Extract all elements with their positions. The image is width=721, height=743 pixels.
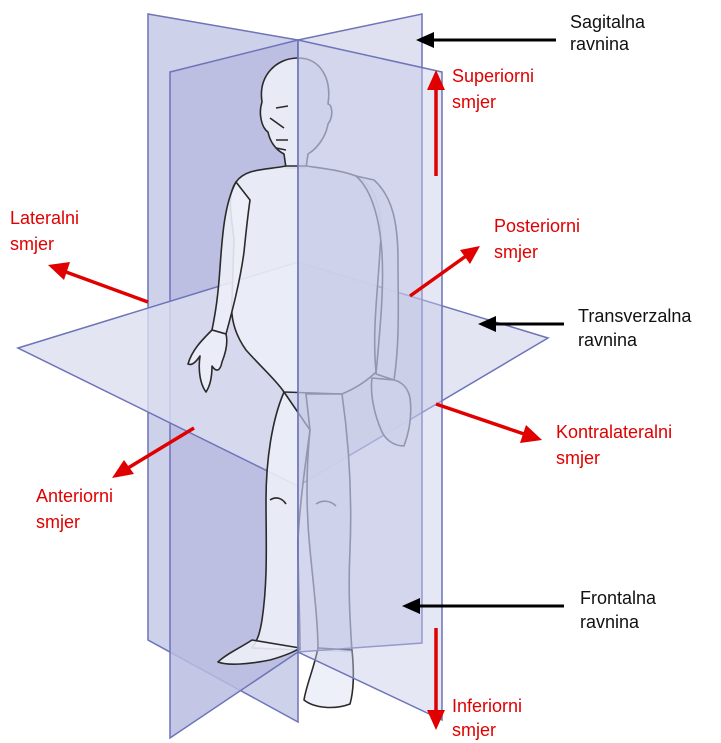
contralateral-label-line2: smjer [556, 448, 600, 468]
superior-label-line1: Superiorni [452, 66, 534, 86]
lateral-label-line1: Lateralni [10, 208, 79, 228]
anterior-label-line1: Anteriorni [36, 486, 113, 506]
lateral-label: Lateralni smjer [10, 208, 84, 254]
posterior-arrow-head [460, 246, 480, 264]
lateral-arrow [66, 272, 148, 302]
transverse-plane-label: Transverzalna ravnina [578, 306, 696, 350]
anterior-arrow-head [112, 460, 134, 478]
contralateral-arrow-head [520, 425, 542, 443]
superior-label: Superiorni smjer [452, 66, 539, 112]
superior-label-line2: smjer [452, 92, 496, 112]
sagittal-label-line2: ravnina [570, 34, 630, 54]
inferior-label-line1: Inferiorni [452, 696, 522, 716]
lateral-label-line2: smjer [10, 234, 54, 254]
contralateral-label: Kontralateralni smjer [556, 422, 677, 468]
inferior-label-line2: smjer [452, 720, 496, 740]
anterior-label: Anteriorni smjer [36, 486, 118, 532]
posterior-label-line2: smjer [494, 242, 538, 262]
sagittal-plane-label: Sagitalna ravnina [570, 12, 650, 54]
lateral-arrow-head [48, 262, 70, 280]
contralateral-label-line1: Kontralateralni [556, 422, 672, 442]
anterior-label-line2: smjer [36, 512, 80, 532]
sagittal-label-line1: Sagitalna [570, 12, 646, 32]
sagittal-plane-right [298, 40, 442, 720]
contralateral-arrow [436, 404, 524, 434]
frontal-label-line2: ravnina [580, 612, 640, 632]
transverse-label-line2: ravnina [578, 330, 638, 350]
inferior-label: Inferiorni smjer [452, 696, 527, 740]
transverse-label-line1: Transverzalna [578, 306, 692, 326]
frontal-label-line1: Frontalna [580, 588, 657, 608]
frontal-plane-label: Frontalna ravnina [580, 588, 661, 632]
posterior-label-line1: Posteriorni [494, 216, 580, 236]
posterior-label: Posteriorni smjer [494, 216, 585, 262]
